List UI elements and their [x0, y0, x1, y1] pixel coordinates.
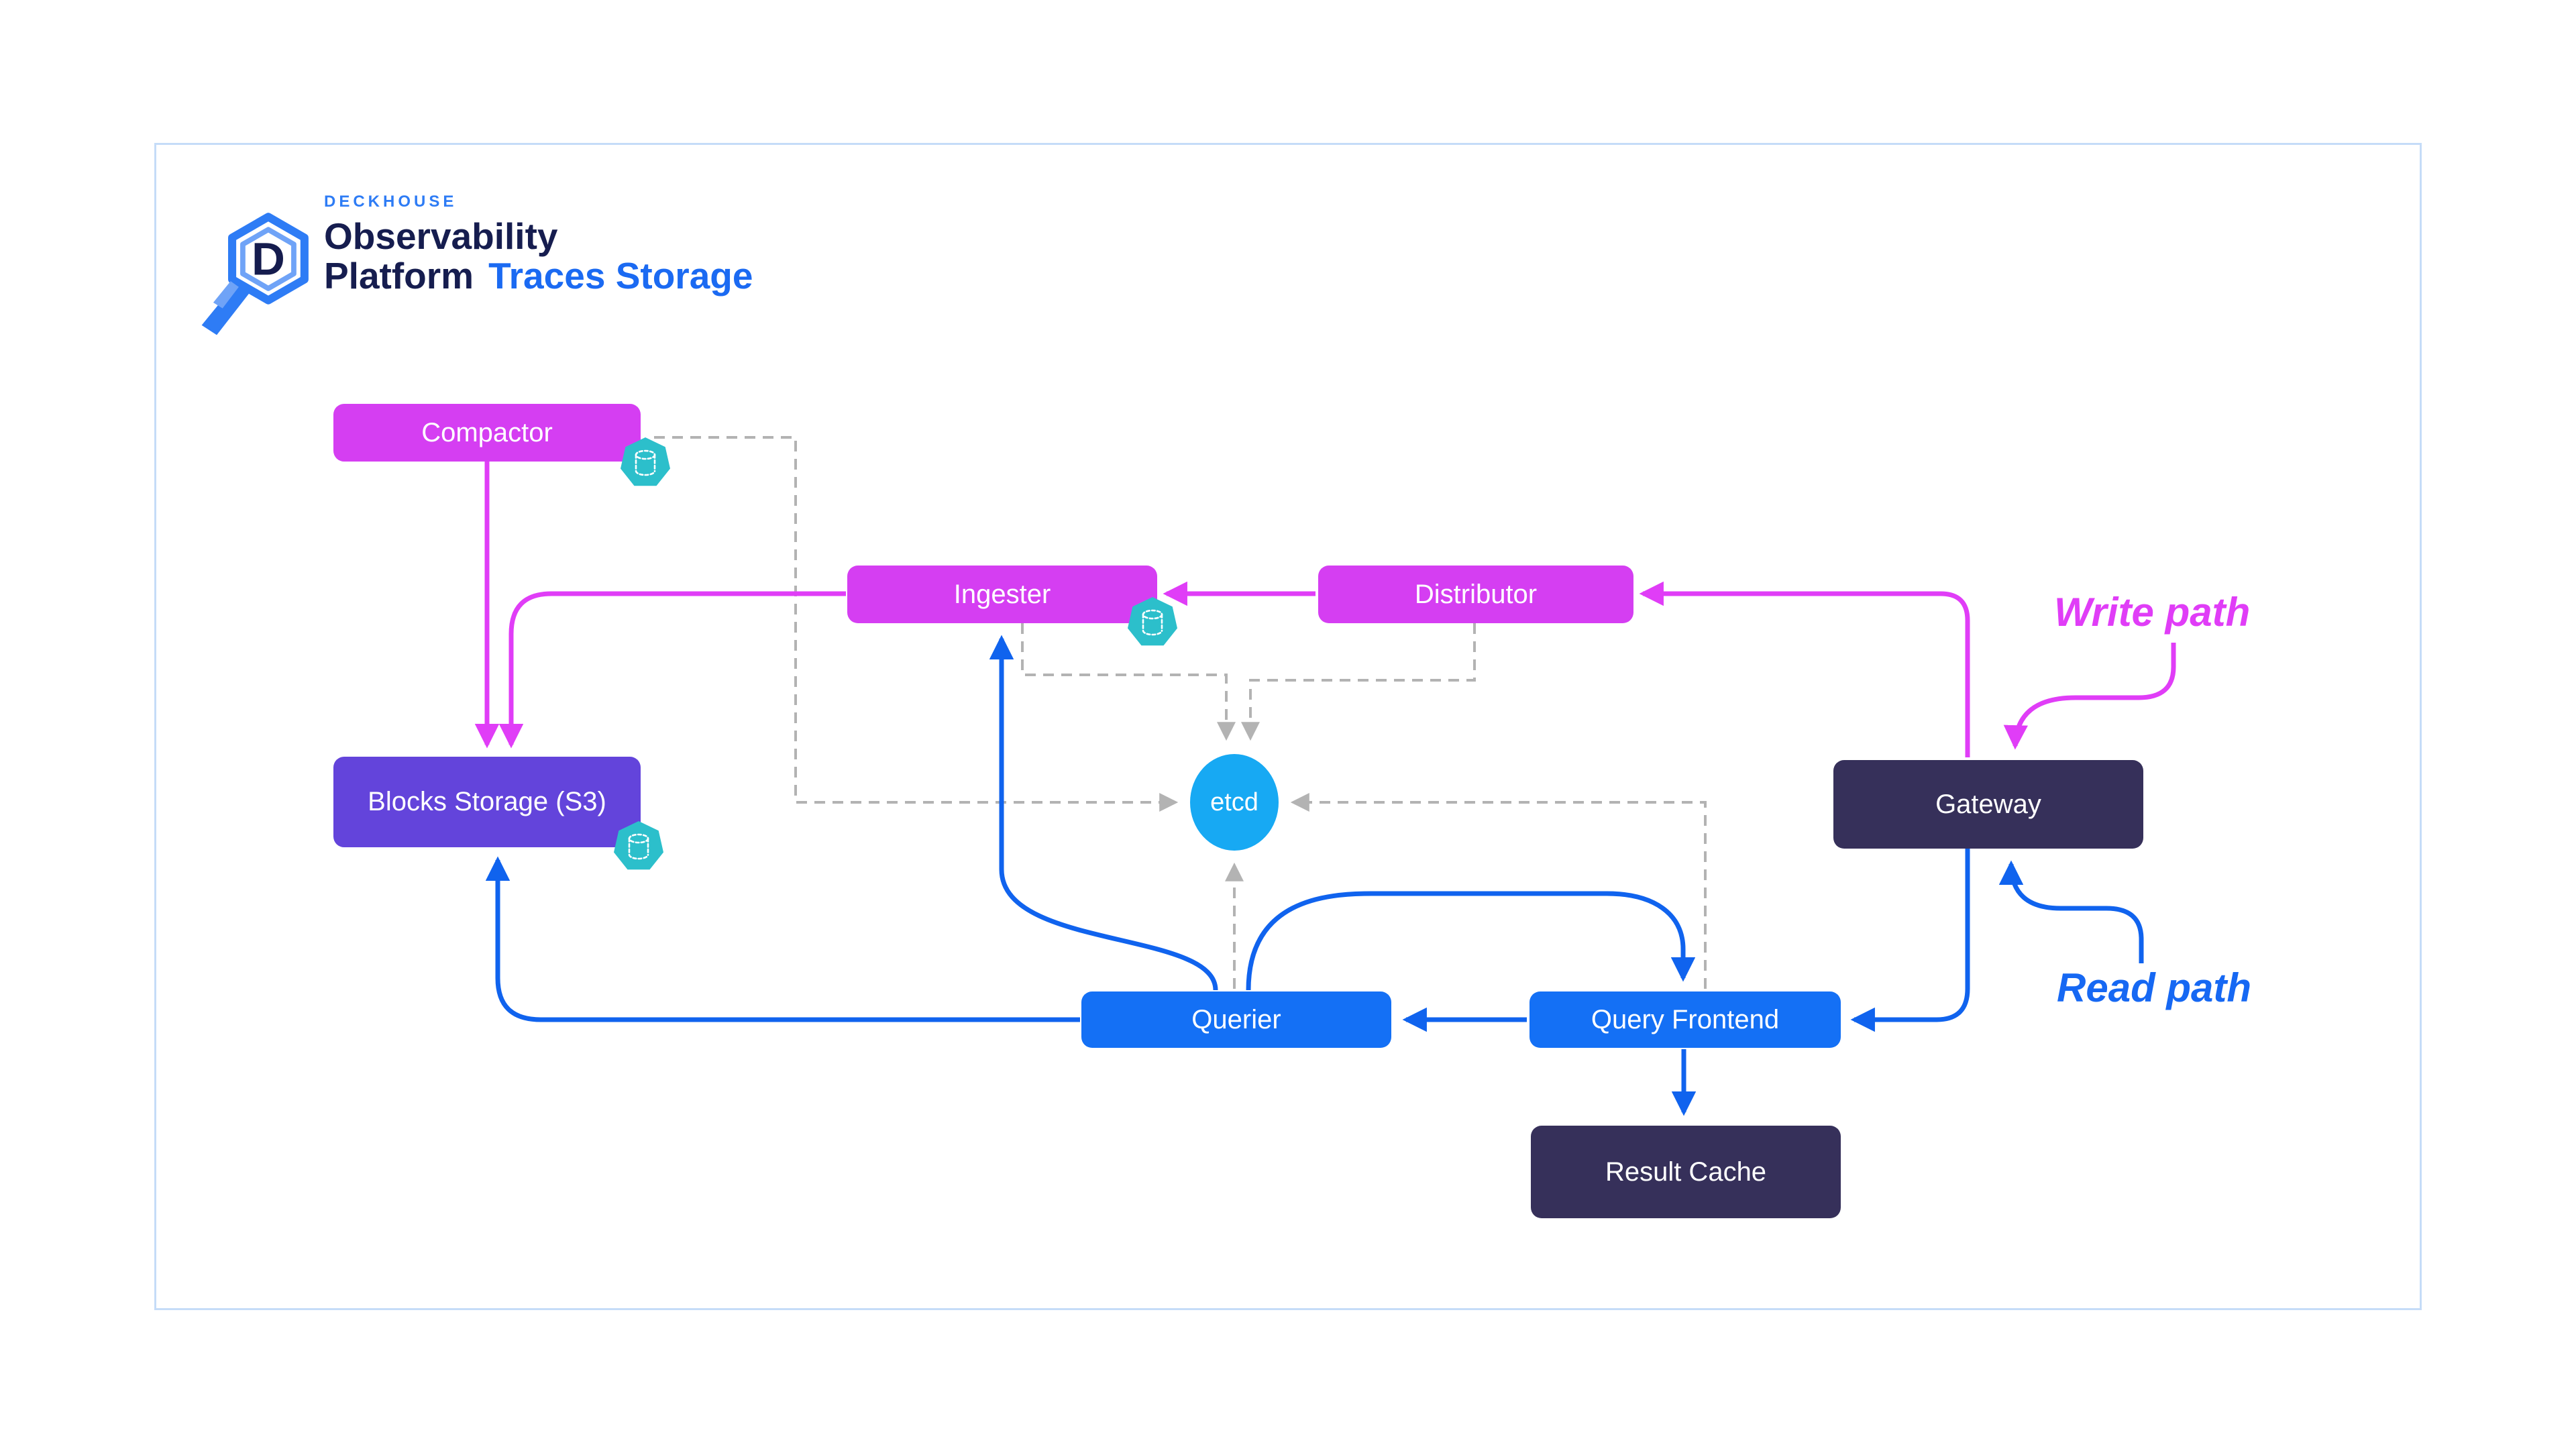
edge-meta-ingester-etcd — [1021, 623, 1236, 741]
compactor-database-icon — [621, 437, 670, 486]
edge-meta-queryfrontend-etcd — [1290, 793, 1707, 989]
edge-read-gateway-queryfrontend — [1850, 849, 1970, 1032]
edge-meta-compactor-etcd — [654, 436, 1179, 812]
read-path-label: Read path — [2057, 965, 2252, 1010]
logo-brand: DECKHOUSE — [324, 193, 458, 211]
edge-write-label-gateway — [2003, 643, 2176, 750]
edge-read-label-gateway — [1998, 860, 2144, 963]
node-compactor: Compactor — [333, 404, 641, 462]
node-ingester: Ingester — [847, 566, 1157, 623]
node-distributor: Distributor — [1318, 566, 1633, 623]
logo-title-line2: Platform — [324, 255, 474, 297]
node-compactor-label: Compactor — [421, 417, 553, 447]
node-gateway-label: Gateway — [1935, 789, 2041, 819]
node-blocks-storage: Blocks Storage (S3) — [333, 757, 641, 847]
edge-write-ingester-blocksstorage — [498, 591, 846, 749]
node-etcd-label: etcd — [1210, 788, 1258, 816]
node-query-frontend: Query Frontend — [1529, 991, 1841, 1048]
edge-read-querier-queryfrontend — [1246, 891, 1696, 991]
node-etcd: etcd — [1190, 754, 1279, 851]
logo-text: DECKHOUSE Observability Platform Traces … — [324, 193, 753, 297]
diagram-border — [154, 143, 2422, 1310]
edge-read-querier-ingester — [989, 635, 1218, 991]
node-ingester-label: Ingester — [953, 579, 1051, 609]
logo-letter-d: D — [252, 233, 285, 285]
node-distributor-label: Distributor — [1414, 579, 1538, 609]
logo-subtitle: Traces Storage — [488, 255, 753, 297]
blocks-storage-database-icon — [614, 821, 663, 870]
logo-title-line1: Observability — [324, 215, 558, 257]
logo-magnifier-wedge — [213, 281, 239, 309]
logo-inner-hexagon — [240, 227, 297, 291]
logo-magnifier-handle — [201, 284, 250, 335]
node-result-cache: Result Cache — [1531, 1126, 1841, 1218]
node-blocks-storage-label: Blocks Storage (S3) — [368, 787, 606, 816]
node-querier: Querier — [1081, 991, 1391, 1048]
ingester-database-icon — [1128, 597, 1177, 646]
node-querier-label: Querier — [1191, 1004, 1281, 1034]
edge-meta-distributor-etcd — [1241, 623, 1476, 741]
hexagon-magnifier-logo-icon: D — [201, 213, 309, 335]
edge-write-gateway-distributor — [1639, 581, 1970, 757]
node-result-cache-label: Result Cache — [1605, 1157, 1767, 1187]
node-query-frontend-label: Query Frontend — [1591, 1004, 1780, 1034]
node-gateway: Gateway — [1833, 760, 2143, 849]
edge-read-querier-blocksstorage — [485, 856, 1080, 1022]
write-path-label: Write path — [2054, 590, 2251, 635]
